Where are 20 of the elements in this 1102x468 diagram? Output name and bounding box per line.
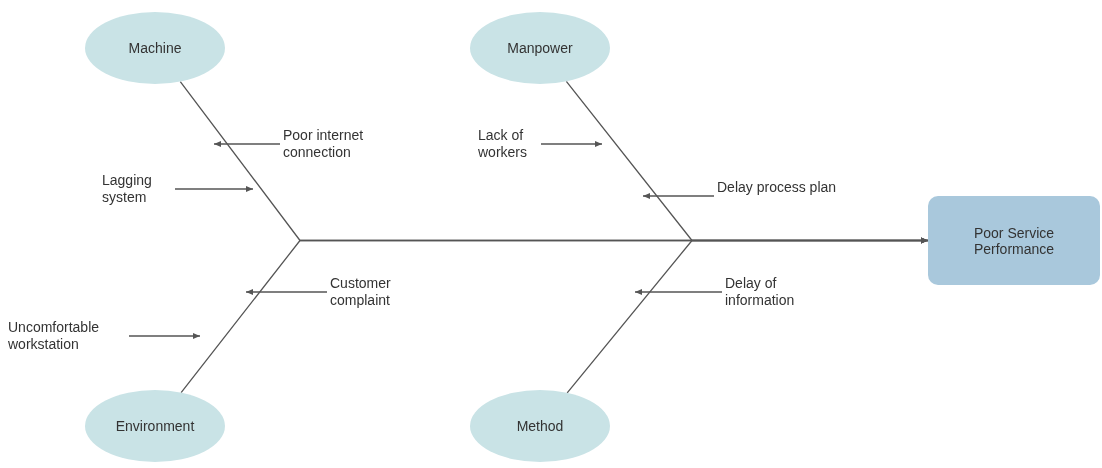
arrow	[634, 289, 723, 295]
category-ellipse: Manpower	[470, 12, 610, 84]
arrow	[128, 333, 201, 339]
cause-label: Lagging system	[102, 172, 172, 206]
category-ellipse: Machine	[85, 12, 225, 84]
category-ellipse: Method	[470, 390, 610, 462]
arrow	[213, 141, 281, 147]
category-ellipse: Environment	[85, 390, 225, 462]
cause-label: Delay process plan	[717, 179, 857, 196]
cause-label: Lack of workers	[478, 127, 538, 161]
effect-box: Poor Service Performance	[928, 196, 1100, 285]
arrow	[245, 289, 328, 295]
bone-line	[566, 237, 929, 394]
arrow	[540, 141, 603, 147]
arrow	[174, 186, 254, 192]
cause-label: Customer complaint	[330, 275, 410, 309]
cause-label: Uncomfortable workstation	[8, 319, 126, 353]
arrow	[642, 193, 715, 199]
cause-label: Delay of information	[725, 275, 805, 309]
cause-label: Poor internet connection	[283, 127, 393, 161]
